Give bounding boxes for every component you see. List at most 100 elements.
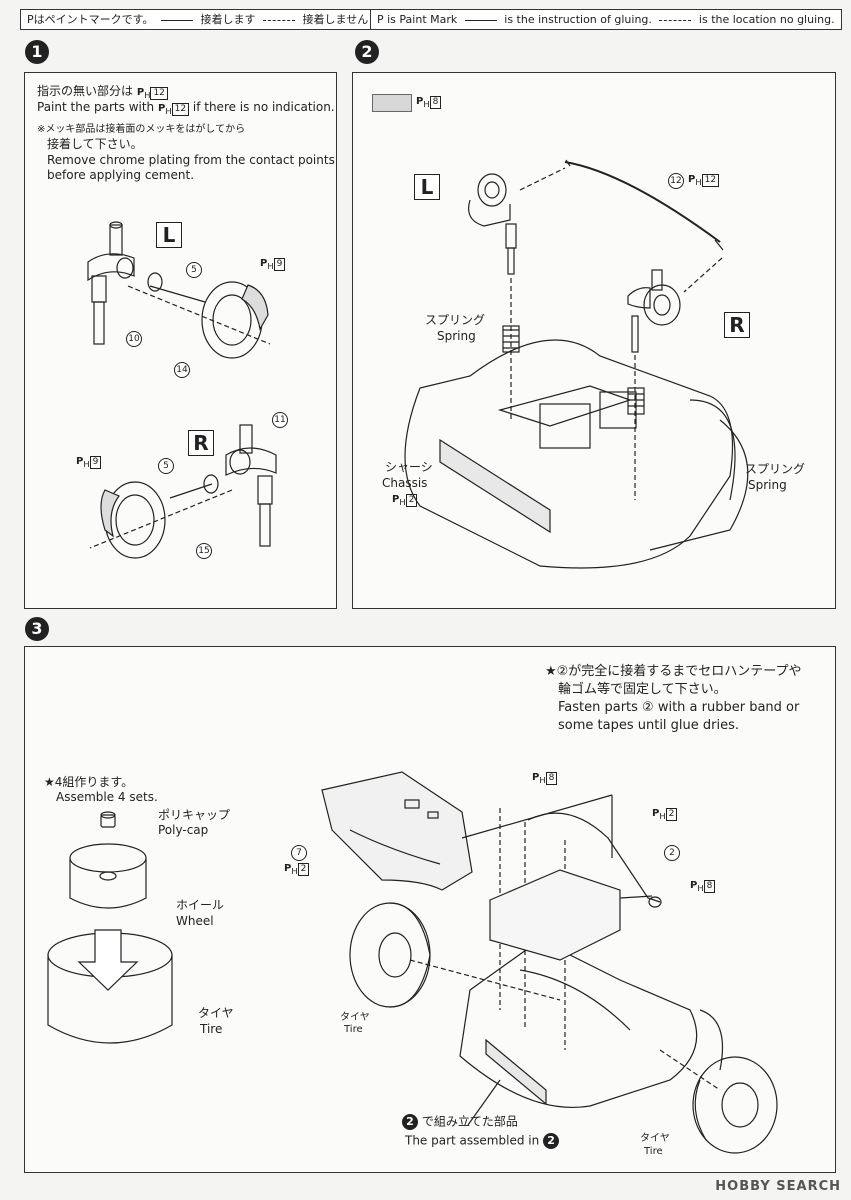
spring-left-drawing xyxy=(502,325,520,353)
chassis-label-jp: シャーシ xyxy=(385,460,433,474)
part-number: 10 xyxy=(126,331,142,347)
assembled-note-jp: 2 で組み立てた部品 xyxy=(402,1114,518,1130)
upright-right-drawing xyxy=(225,424,277,547)
upright-left-step2-drawing xyxy=(468,173,517,275)
tape-note-jp2: 輪ゴム等で固定して下さい。 xyxy=(558,682,727,697)
part-number: 11 xyxy=(272,412,288,428)
paint-number: 9 xyxy=(89,456,102,469)
step-1-panel xyxy=(24,72,337,609)
glue-arrow-icon xyxy=(161,19,194,21)
chassis-assembled-drawing xyxy=(459,869,724,1109)
part-number: 15 xyxy=(196,543,212,559)
legend-paint-jp: Pはペイントマークです。 xyxy=(27,13,154,26)
note-en-text: Paint the parts with xyxy=(37,100,155,114)
legend-jp: Pはペイントマークです。 接着します 接着しません xyxy=(20,9,376,30)
part-number: 5 xyxy=(158,458,174,474)
paint-sub: H xyxy=(83,459,90,469)
upright-left-drawing xyxy=(87,221,135,345)
left-side-label: L xyxy=(414,174,440,200)
paint-letter: P xyxy=(136,87,145,98)
paint-number: 2 xyxy=(665,808,678,821)
wheel-label-jp: ホイール xyxy=(176,898,225,912)
paint-number: 12 xyxy=(701,174,720,187)
step-1-badge: 1 xyxy=(25,40,49,64)
right-side-label: R xyxy=(188,430,214,456)
tire-right-label-en: Tire xyxy=(644,1146,663,1157)
paint-letter: P xyxy=(416,96,424,107)
legend-glue-en: is the instruction of gluing. xyxy=(504,13,652,26)
paint-number: 2 xyxy=(405,494,418,507)
color-swatch xyxy=(372,94,412,112)
paint-number: 2 xyxy=(297,863,310,876)
legend-noglue-jp: 接着しません xyxy=(302,13,369,26)
assembled-note-en: The part assembled in 2 xyxy=(405,1133,560,1149)
brake-disc-right-drawing xyxy=(100,481,166,559)
paint-letter: P xyxy=(688,174,696,185)
step-3-badge: 3 xyxy=(25,617,49,641)
part-number: 7 xyxy=(291,845,307,861)
paint-letter: P xyxy=(157,103,166,114)
spring-label-en: Spring xyxy=(437,329,476,343)
chrome-note-en2: before applying cement. xyxy=(47,168,195,182)
tire-label-en: Tire xyxy=(200,1022,223,1036)
underbody-plate-drawing xyxy=(321,771,473,891)
step-2-inline-badge: 2 xyxy=(402,1114,418,1130)
paint-letter: P xyxy=(652,808,660,819)
chassis-label-en: Chassis xyxy=(382,476,428,490)
wheel-label-en: Wheel xyxy=(176,914,214,928)
right-side-label: R xyxy=(724,312,750,338)
tire-label-jp: タイヤ xyxy=(198,1006,234,1020)
legend-noglue-en: is the location no gluing. xyxy=(698,13,835,26)
tape-note-jp1: ★②が完全に接着するまでセロハンテープや xyxy=(545,664,802,679)
tape-note-en1: Fasten parts ② with a rubber band or xyxy=(558,700,800,715)
upright-right-step2-drawing xyxy=(627,269,681,353)
spring-label-jp: スプリング xyxy=(425,313,486,327)
noglue-arrow-icon xyxy=(263,19,296,21)
step-2-badge: 2 xyxy=(355,40,379,64)
watermark: HOBBY SEARCH xyxy=(715,1179,841,1194)
spring2-label-en: Spring xyxy=(748,478,787,492)
paint-letter: P xyxy=(690,880,698,891)
glue-arrow-icon xyxy=(464,19,497,21)
paint-letter: P xyxy=(532,772,540,783)
spring2-label-jp: スプリング xyxy=(745,462,806,476)
sets-note-jp: ★4組作ります。 xyxy=(44,775,134,789)
chrome-note-jp1: ※メッキ部品は接着面のメッキをはがしてから xyxy=(37,124,246,135)
paint-letter: P xyxy=(260,258,268,269)
paint-sub: H xyxy=(697,883,704,893)
wheel-assembly-drawing xyxy=(47,811,173,1044)
part-number: 2 xyxy=(664,845,680,861)
chassis-drawing xyxy=(404,339,749,569)
paint-sub: H xyxy=(539,775,546,785)
polycap-label-en: Poly-cap xyxy=(158,823,209,837)
tire-left-label-en: Tire xyxy=(344,1024,363,1035)
paint-letter: P xyxy=(76,456,84,467)
paint-letter: P xyxy=(284,863,292,874)
paint-number: 8 xyxy=(429,96,442,109)
chrome-note-jp2: 接着して下さい。 xyxy=(47,137,143,151)
paint-sub: H xyxy=(165,106,172,116)
tire-right-label-jp: タイヤ xyxy=(640,1133,670,1144)
note-jp-text: 指示の無い部分は xyxy=(37,84,134,98)
paint-sub: H xyxy=(695,177,702,187)
paint-number: 9 xyxy=(273,258,286,271)
tire-right-drawing xyxy=(692,1056,778,1154)
left-side-label: L xyxy=(156,222,182,248)
legend-paint-en: P is Paint Mark xyxy=(377,13,458,26)
part-number: 5 xyxy=(186,262,202,278)
paint-number: 8 xyxy=(703,880,716,893)
part-number: 14 xyxy=(174,362,190,378)
assembled-en-text: The part assembled in xyxy=(405,1133,540,1148)
note-en-text-2: if there is no indication. xyxy=(192,100,335,114)
polycap-label-jp: ポリキャップ xyxy=(158,808,231,822)
